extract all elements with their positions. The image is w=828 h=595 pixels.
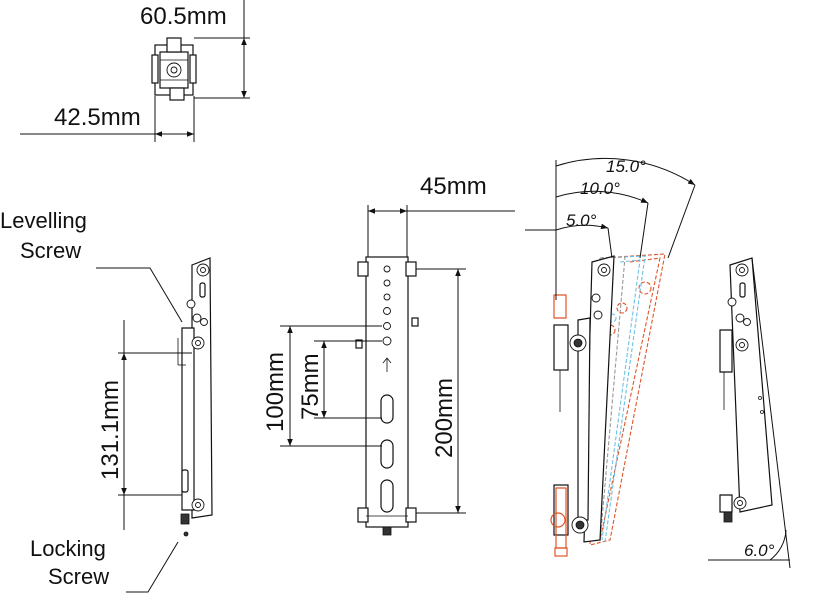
angle-label-6: 6.0°	[744, 541, 775, 560]
dimension-45: 45mm	[367, 173, 515, 257]
levelling-screw-label-1: Levelling	[0, 208, 87, 233]
dim-label-100: 100mm	[262, 352, 289, 432]
dimension-200: 200mm	[416, 268, 466, 514]
angle-6-dimension: 6.0°	[708, 529, 790, 561]
angle-label-15: 15.0°	[606, 157, 646, 176]
dim-label-60-5: 60.5mm	[140, 3, 227, 30]
dim-label-75: 75mm	[297, 353, 324, 420]
dimension-100: 100mm	[262, 325, 382, 447]
levelling-screw-callout: Levelling Screw	[0, 208, 183, 323]
tilt-view-bracket	[550, 253, 666, 557]
dim-label-45: 45mm	[420, 173, 487, 200]
dimension-75: 75mm	[297, 340, 382, 420]
front-view-bracket	[355, 256, 419, 536]
dimension-42-5: 42.5mm	[20, 96, 195, 142]
side-view-bracket	[177, 257, 213, 537]
dim-label-200: 200mm	[431, 378, 458, 458]
levelling-screw-label-2: Screw	[20, 238, 81, 263]
dimension-60-5: 60.5mm	[140, 0, 250, 99]
dim-label-131-1: 131.1mm	[97, 380, 124, 480]
dim-label-42-5: 42.5mm	[54, 104, 141, 131]
right-view-bracket	[719, 257, 791, 569]
locking-screw-label-2: Screw	[48, 564, 109, 589]
dimension-131-1: 131.1mm	[97, 320, 192, 530]
angle-label-10: 10.0°	[580, 179, 620, 198]
tilt-angle-dimensions: 5.0° 10.0° 15.0°	[525, 157, 696, 300]
tilt-15-outline	[589, 253, 666, 546]
locking-screw-label-1: Locking	[30, 536, 106, 561]
angle-label-5: 5.0°	[566, 211, 597, 230]
locking-screw-callout: Locking Screw	[30, 536, 179, 593]
top-view-bracket	[151, 37, 197, 101]
